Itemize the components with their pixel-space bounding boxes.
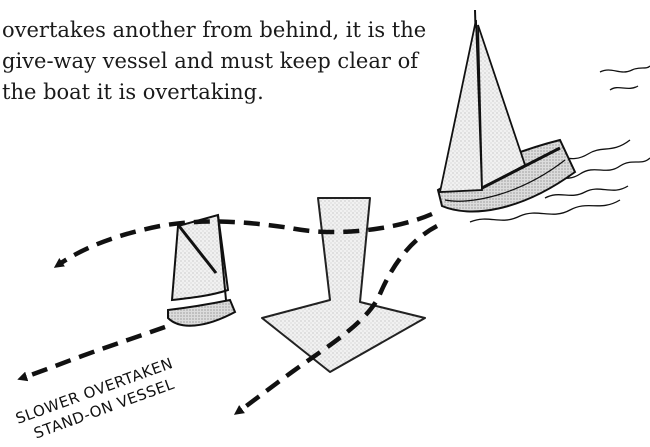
- overtaken-sailboat: [168, 215, 235, 326]
- vessel-caption: SLOWER OVERTAKEN STAND-ON VESSEL: [13, 354, 182, 447]
- overtaking-sailboat: [438, 10, 575, 212]
